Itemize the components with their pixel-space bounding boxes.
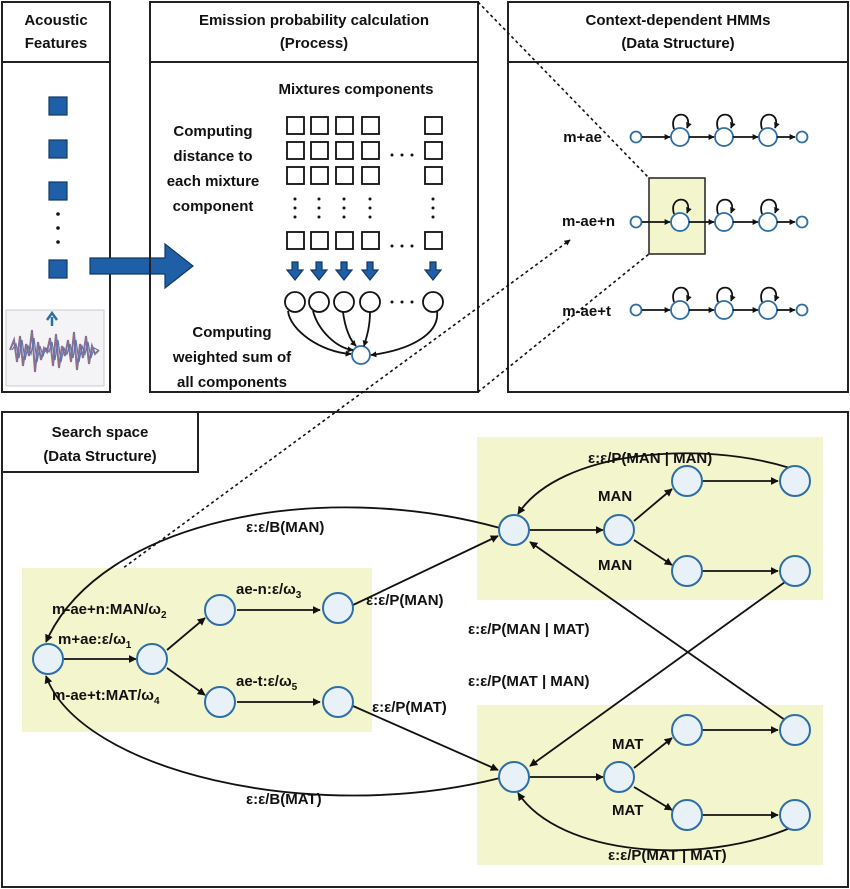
mat-history-node [498,761,530,793]
search-space-panel: Search space (Data Structure) [1,411,849,888]
sum-label-3: all components [177,374,287,391]
hmm-title-2: (Data Structure) [621,35,734,52]
label-p-man-man: ε:ε/P(MAN | MAN) [588,450,712,467]
label-b-man: ε:ε/B(MAN) [246,519,324,536]
dashed-connectors [99,1,650,586]
hmm-row-label-m-ae+t: m-ae+t [562,303,611,320]
distance-label-4: component [173,198,254,215]
label-man-lower: MAN [598,557,632,574]
emission-panel: Emission probability calculation (Proces… [149,1,479,393]
label-m-ae+n: m-ae+n:MAN/ω2 [52,601,167,621]
label-mat-lower: MAT [612,802,643,819]
emission-title-1: Emission probability calculation [199,12,429,29]
start-node [32,643,64,675]
hmm-header [507,1,849,63]
mixture-circles [284,291,444,365]
label-mat-upper: MAT [612,736,643,753]
hmm-row-3 [629,286,809,320]
search-nodes [32,465,811,831]
big-arrow-right [89,242,194,290]
search-title-1: Search space [52,424,149,441]
mixture-grid [286,116,443,304]
emission-header [149,1,479,63]
search-edges [44,452,791,852]
weighted-sum-node [351,345,371,365]
hmm-panel: Context-dependent HMMs (Data Structure) … [507,1,849,393]
hmm-row-2 [629,198,809,232]
down-arrows [285,261,443,281]
waveform-thumbnail [5,309,105,387]
distance-label-2: distance to [173,148,252,165]
distance-label-3: each mixture [167,173,260,190]
hmm-title-1: Context-dependent HMMs [586,12,771,29]
label-b-mat: ε:ε/B(MAT) [246,791,322,808]
label-p-man-mat: ε:ε/P(MAN | MAT) [468,621,589,638]
label-p-mat: ε:ε/P(MAT) [372,699,447,716]
emission-title-2: (Process) [280,35,348,52]
label-p-mat-mat: ε:ε/P(MAT | MAT) [608,847,727,864]
label-p-mat-man: ε:ε/P(MAT | MAN) [468,673,589,690]
label-p-man: ε:ε/P(MAN) [366,592,444,609]
man-history-region [477,437,823,600]
search-header [1,411,199,473]
hmm-row-label-m-ae+n: m-ae+n [562,213,615,230]
hmm-row-label-m+ae: m+ae [563,129,602,146]
acoustic-title-2: Features [25,35,88,52]
label-man-upper: MAN [598,488,632,505]
man-history-node [498,514,530,546]
acoustic-features-panel: Acoustic Features [1,1,111,393]
distance-label-1: Computing [173,123,252,140]
search-title-2: (Data Structure) [43,448,156,465]
label-ae-n: ae-n:ε/ω3 [236,581,302,601]
mixtures-components-label: Mixtures components [278,81,433,98]
acoustic-header [1,1,111,63]
mat-history-region [477,705,823,865]
sum-label-1: Computing [192,324,271,341]
word-lexicon-region [22,568,372,732]
acoustic-title-1: Acoustic [24,12,87,29]
sum-label-2: weighted sum of [172,349,292,366]
label-m+ae: m+ae:ε/ω1 [58,631,132,651]
label-ae-t: ae-t:ε/ω5 [236,673,298,693]
hmm-row-1 [629,113,809,147]
feature-vector-squares [48,96,68,279]
label-m-ae+t: m-ae+t:MAT/ω4 [52,687,160,707]
